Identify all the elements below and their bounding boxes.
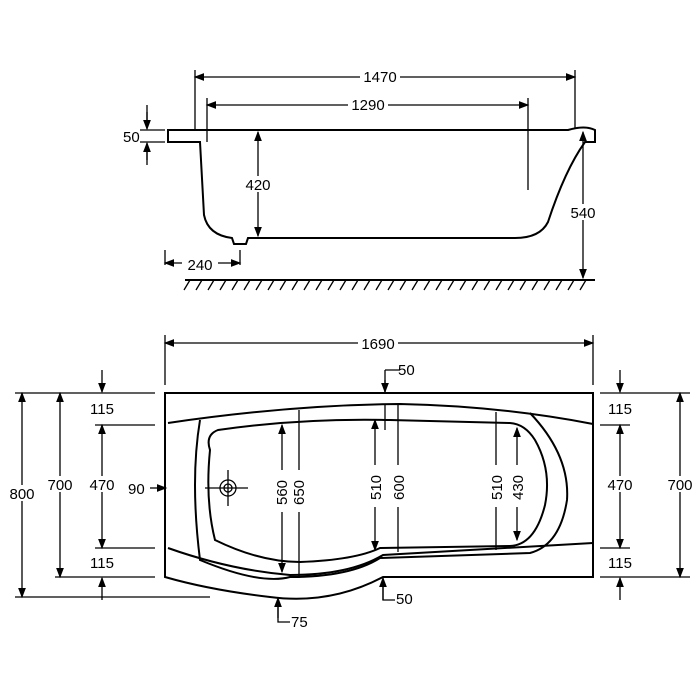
- dim-label-90: 90: [128, 481, 145, 498]
- dim-label-115-right-top: 115: [608, 401, 632, 418]
- dim-label-1290: 1290: [351, 97, 384, 114]
- dim-label-510-mid: 510: [368, 475, 385, 500]
- tub-plan-outline: [164, 392, 594, 600]
- dim-label-470-left: 470: [89, 477, 114, 494]
- tub-side-outline: [167, 126, 596, 245]
- dim-label-rim-50: 50: [123, 129, 140, 146]
- rim-bottom-line: [167, 542, 594, 577]
- dim-label-115-right-bottom: 115: [608, 555, 632, 572]
- floor-hatch: [183, 279, 587, 291]
- dim-label-560: 560: [274, 480, 291, 505]
- dim-label-1690: 1690: [361, 336, 394, 353]
- bowl-inner: [207, 418, 548, 564]
- dim-label-700-left: 700: [47, 477, 72, 494]
- dim-label-bottom-50: 50: [396, 591, 413, 608]
- dim-label-700-right: 700: [667, 477, 692, 494]
- dim-label-470-right: 470: [607, 477, 632, 494]
- dim-label-115-left-bottom: 115: [90, 555, 114, 572]
- dim-label-75: 75: [291, 614, 308, 631]
- dim-label-240: 240: [187, 257, 212, 274]
- dim-label-800: 800: [9, 486, 34, 503]
- dim-label-600: 600: [391, 475, 408, 500]
- dim-label-650: 650: [291, 480, 308, 505]
- bowl-outer: [194, 412, 569, 580]
- rim-top-line: [167, 402, 594, 425]
- dim-label-540: 540: [570, 205, 595, 222]
- plan-view: 1690 50 800 700 115 470 115 90 700 115 4: [5, 335, 698, 631]
- dim-label-510-right: 510: [489, 475, 506, 500]
- side-elevation: 1470 1290 50 420 540 240: [123, 68, 601, 291]
- dim-label-430: 430: [510, 475, 527, 500]
- dim-label-top-50: 50: [398, 362, 415, 379]
- dim-label-115-left-top: 115: [90, 401, 114, 418]
- dim-label-1470: 1470: [363, 69, 396, 86]
- dim-label-420: 420: [245, 177, 270, 194]
